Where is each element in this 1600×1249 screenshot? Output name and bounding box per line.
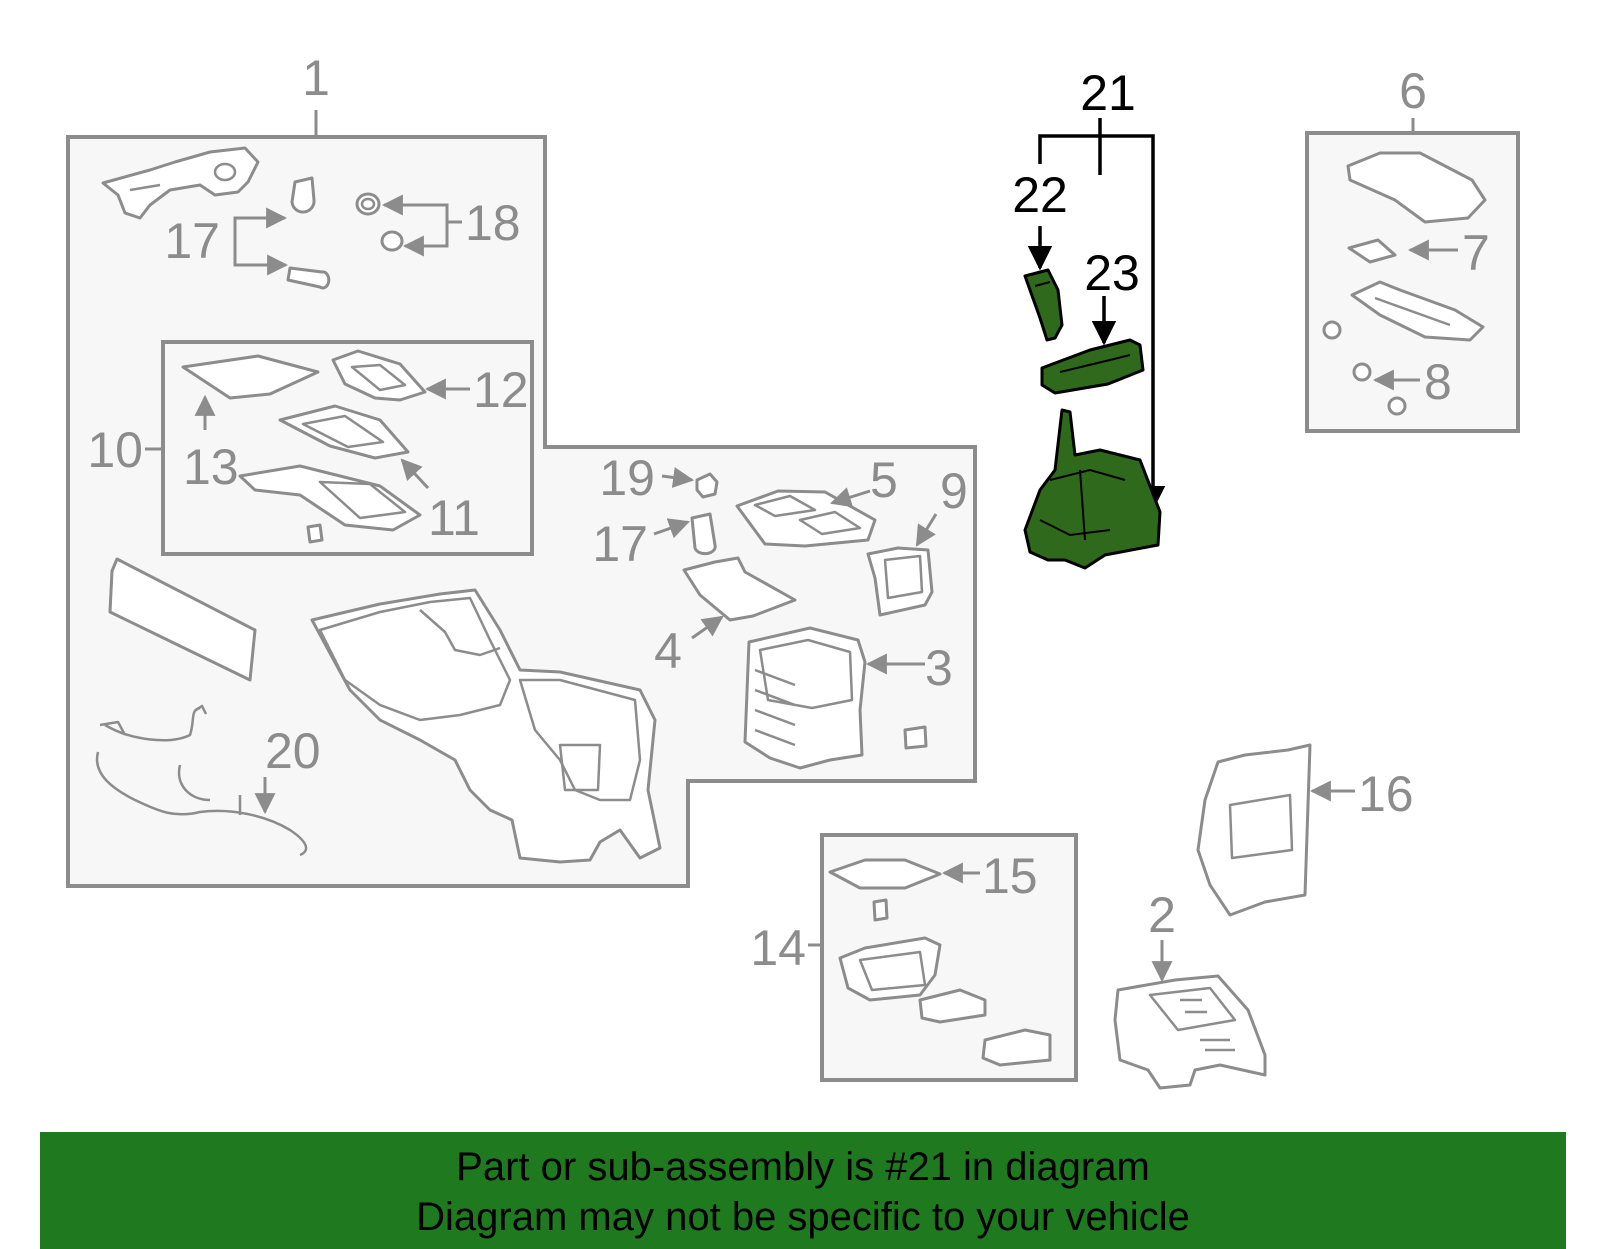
callout-23: 23 bbox=[1084, 245, 1140, 301]
callout-21: 21 bbox=[1080, 65, 1136, 121]
callout-4: 4 bbox=[654, 623, 682, 679]
callout-5: 5 bbox=[870, 452, 898, 508]
part-5-tray bbox=[735, 487, 877, 548]
callout-17a: 17 bbox=[164, 213, 220, 269]
callout-7: 7 bbox=[1462, 225, 1490, 281]
callout-2: 2 bbox=[1148, 887, 1176, 943]
banner-line-1: Part or sub-assembly is #21 in diagram bbox=[456, 1145, 1150, 1189]
banner-line-2: Diagram may not be specific to your vehi… bbox=[416, 1195, 1190, 1239]
part-14-cupholder bbox=[838, 936, 1052, 1067]
info-banner: Part or sub-assembly is #21 in diagram D… bbox=[40, 1132, 1566, 1249]
leader-17-18 bbox=[233, 194, 462, 276]
callout-6: 6 bbox=[1399, 63, 1427, 119]
part-6-lid bbox=[1346, 151, 1487, 224]
part-15-pad bbox=[828, 858, 980, 922]
part-bracket-top bbox=[101, 146, 260, 220]
part-20-wire-harness bbox=[95, 704, 308, 857]
part-23-indicator-plate bbox=[1040, 338, 1145, 395]
part-plate bbox=[1350, 280, 1485, 342]
part-16-panel bbox=[1196, 743, 1355, 917]
callout-17b: 17 bbox=[592, 516, 648, 572]
part-22-shift-knob bbox=[1023, 268, 1064, 342]
callout-1: 1 bbox=[302, 50, 330, 106]
callout-10: 10 bbox=[87, 422, 143, 478]
callout-14: 14 bbox=[750, 920, 806, 976]
part-12-bezel bbox=[331, 349, 427, 402]
part-11-bezel bbox=[238, 404, 422, 544]
callout-8: 8 bbox=[1424, 354, 1452, 410]
callout-11: 11 bbox=[428, 490, 480, 546]
callout-20: 20 bbox=[265, 723, 321, 779]
callout-13: 13 bbox=[183, 439, 239, 495]
callout-22: 22 bbox=[1012, 167, 1068, 223]
part-21-shifter-assembly bbox=[1023, 408, 1162, 570]
part-8-screws bbox=[1322, 320, 1420, 416]
part-4-mat bbox=[682, 556, 797, 640]
part-3-box bbox=[743, 626, 928, 770]
callout-15: 15 bbox=[982, 848, 1038, 904]
part-socket-17 bbox=[286, 176, 331, 290]
part-trim-strip bbox=[108, 557, 257, 682]
callout-3: 3 bbox=[925, 640, 953, 696]
callout-18: 18 bbox=[465, 195, 521, 251]
part-2-bracket bbox=[1113, 940, 1267, 1090]
part-19-knob bbox=[661, 467, 719, 499]
part-17b-socket bbox=[653, 512, 717, 556]
part-7-latch bbox=[1347, 238, 1458, 264]
part-clip-18 bbox=[355, 192, 404, 252]
leaders-10 bbox=[194, 378, 470, 490]
part-13-panel bbox=[181, 354, 320, 400]
callout-16: 16 bbox=[1358, 766, 1414, 822]
callout-19: 19 bbox=[599, 450, 655, 506]
part-1-console-body bbox=[310, 588, 662, 864]
callout-9: 9 bbox=[940, 463, 968, 519]
part-9-bracket bbox=[866, 513, 938, 617]
callout-12: 12 bbox=[473, 362, 529, 418]
group-21-leaders bbox=[1027, 118, 1166, 511]
